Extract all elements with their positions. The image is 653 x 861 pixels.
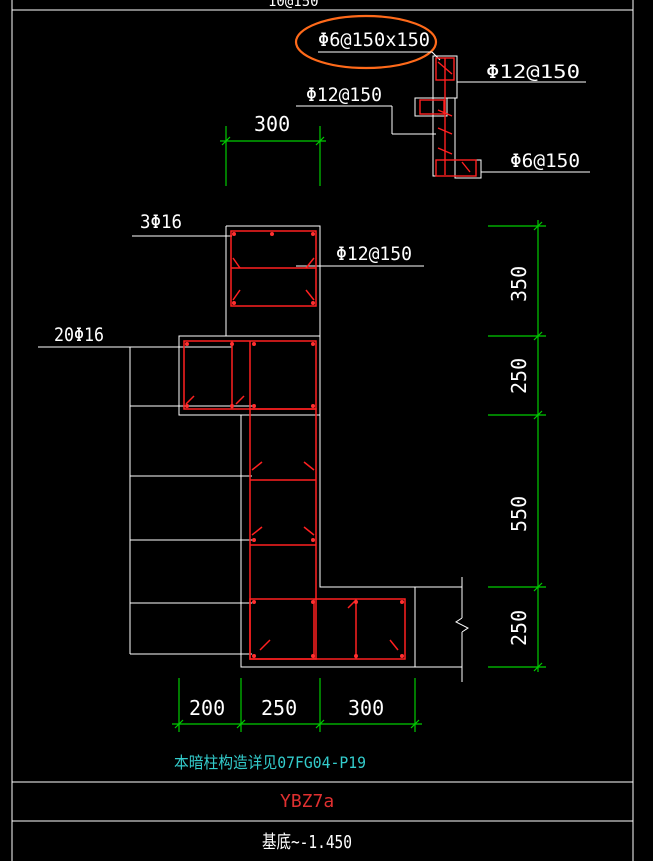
column-outline bbox=[178, 225, 469, 682]
dim-right-250-b: 250 bbox=[507, 610, 531, 646]
rebar-mid-label: Φ12@150 bbox=[336, 243, 412, 265]
rebar-cage bbox=[183, 230, 406, 660]
dim-right-350: 350 bbox=[507, 266, 531, 302]
dim-bottom-250: 250 bbox=[261, 696, 297, 720]
dim-right-250-a: 250 bbox=[507, 358, 531, 394]
drawing-frame bbox=[11, 0, 634, 861]
rebar-bottom-right-label: Φ6@150 bbox=[510, 150, 580, 172]
bar-leaders bbox=[38, 235, 424, 655]
elevation-label: 基底~-1.450 bbox=[262, 832, 352, 853]
dim-right-550: 550 bbox=[507, 496, 531, 532]
bars-top-label: 3Φ16 bbox=[140, 211, 182, 233]
highlight-circle bbox=[294, 14, 438, 70]
column-title: YBZ7a bbox=[280, 791, 334, 812]
rebar-right-top-label: Φ12@150 bbox=[486, 61, 580, 83]
dim-bottom-200: 200 bbox=[189, 696, 225, 720]
construction-note: 本暗柱构造详见07FG04-P19 bbox=[174, 753, 366, 772]
rebar-dots bbox=[185, 232, 404, 658]
rebar-left-top-label: Φ12@150 bbox=[306, 84, 382, 106]
top-dimension: 300 bbox=[220, 112, 326, 186]
bars-main-label: 20Φ16 bbox=[54, 324, 104, 346]
top-cut-text: 10@150 bbox=[268, 0, 319, 10]
right-dimensions: 350 250 550 250 bbox=[488, 220, 546, 672]
bottom-dimensions: 200 250 300 bbox=[172, 678, 422, 732]
dim-bottom-300: 300 bbox=[348, 696, 384, 720]
dim-top-300: 300 bbox=[254, 112, 290, 136]
top-stirrup-label: Φ6@150x150 bbox=[318, 29, 430, 51]
top-detail: Φ6@150x150 Φ12@150 Φ bbox=[294, 14, 590, 179]
